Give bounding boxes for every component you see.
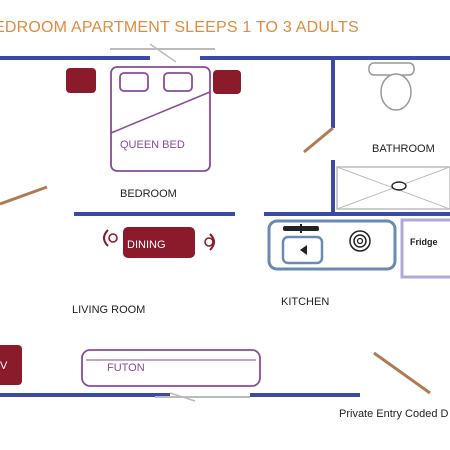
- fridge-label: Fridge: [410, 237, 438, 247]
- dining-chair-left: [103, 229, 109, 247]
- shower-drain: [391, 181, 407, 191]
- bedroom-door: [0, 185, 48, 206]
- walls: [0, 56, 450, 397]
- bottom-entry-marker: [155, 392, 250, 402]
- kitchen-label: KITCHEN: [281, 296, 330, 308]
- entry-note: Private Entry Coded D: [339, 408, 449, 420]
- dining-label: DINING: [127, 239, 166, 251]
- futon-label: FUTON: [107, 362, 145, 374]
- queen-bed: [110, 66, 211, 172]
- living-room-label: LIVING ROOM: [72, 304, 146, 316]
- page-title: EDROOM APARTMENT SLEEPS 1 TO 3 ADULTS: [0, 19, 359, 36]
- sink: [349, 230, 371, 252]
- fridge: [400, 218, 450, 279]
- nightstand-left: [66, 68, 96, 93]
- tv-unit: [0, 345, 22, 385]
- dining-set: [103, 227, 215, 258]
- entry-door: [373, 351, 431, 395]
- nightstand-right: [213, 70, 241, 94]
- kitchen-counter: [267, 219, 397, 271]
- dining-table: [123, 227, 195, 258]
- tv-label: V: [0, 360, 8, 372]
- shower: [336, 166, 450, 210]
- queen-bed-label: QUEEN BED: [120, 139, 185, 151]
- toilet: [368, 62, 415, 111]
- bathroom-door: [303, 126, 334, 154]
- futon: [81, 349, 261, 387]
- bedroom-label: BEDROOM: [120, 188, 177, 200]
- pillow-right: [163, 72, 193, 92]
- dining-chair-right: [209, 233, 215, 251]
- pillow-left: [119, 72, 149, 92]
- bathroom-label: BATHROOM: [372, 143, 435, 155]
- top-entry-marker: [110, 43, 215, 63]
